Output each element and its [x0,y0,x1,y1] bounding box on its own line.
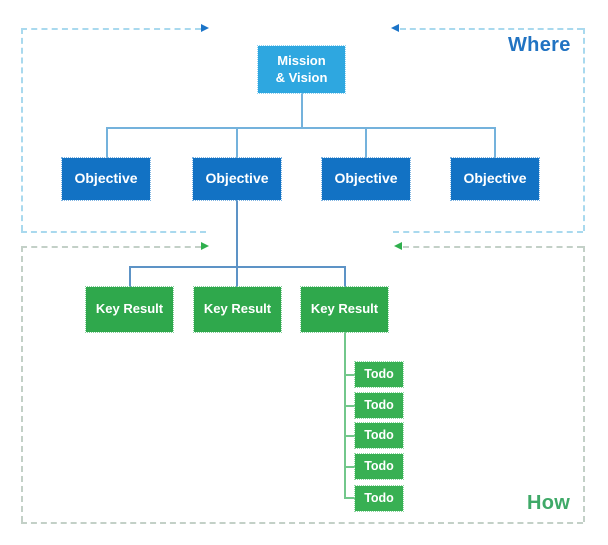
where-border-top-right [400,28,583,30]
connector-stub-todo-2 [344,405,355,407]
where-region-label: Where [508,34,571,56]
how-region-label: How [527,492,571,514]
connector-stub-todo-3 [344,435,355,437]
connector-stub-todo-5 [344,497,355,499]
connector-drop-keyresult-3 [344,266,346,287]
connector-stub-todo-4 [344,466,355,468]
connector-drop-objective-3 [365,127,367,158]
objective-node-1: Objective [61,157,151,201]
how-border-right [583,246,585,522]
connector-drop-objective-2 [236,127,238,158]
key-result-node-3: Key Result [300,286,389,333]
objective-node-2: Objective [192,157,282,201]
connector-keyresults-horizontal [129,266,346,268]
where-border-top-left [21,28,201,30]
how-border-bottom [21,522,583,524]
arrow-left-green-icon [394,242,402,250]
objective-node-4: Objective [450,157,540,201]
mission-vision-node: Mission & Vision [257,45,346,94]
connector-keyresult3-stem [344,332,346,499]
todo-node-3: Todo [354,422,404,449]
todo-node-4: Todo [354,453,404,480]
arrow-right-blue-icon [201,24,209,32]
arrow-right-green-icon [201,242,209,250]
mission-line1: Mission [277,53,326,69]
where-border-left [21,28,23,231]
todo-node-1: Todo [354,361,404,388]
connector-objective2-stem [236,200,238,287]
connector-stub-todo-1 [344,374,355,376]
where-border-bottom-right [393,231,583,233]
how-border-top-right [403,246,583,248]
connector-drop-objective-1 [106,127,108,158]
how-border-top-left [21,246,201,248]
todo-node-2: Todo [354,392,404,419]
connector-drop-keyresult-1 [129,266,131,287]
where-border-right [583,28,585,231]
how-border-left [21,246,23,522]
key-result-node-1: Key Result [85,286,174,333]
key-result-node-2: Key Result [193,286,282,333]
where-border-bottom-left [21,231,206,233]
arrow-left-blue-icon [391,24,399,32]
mission-line2: & Vision [275,69,328,85]
connector-drop-objective-4 [494,127,496,158]
objective-node-3: Objective [321,157,411,201]
todo-node-5: Todo [354,485,404,512]
connector-mission-stem [301,93,303,127]
connector-objectives-horizontal [106,127,496,129]
